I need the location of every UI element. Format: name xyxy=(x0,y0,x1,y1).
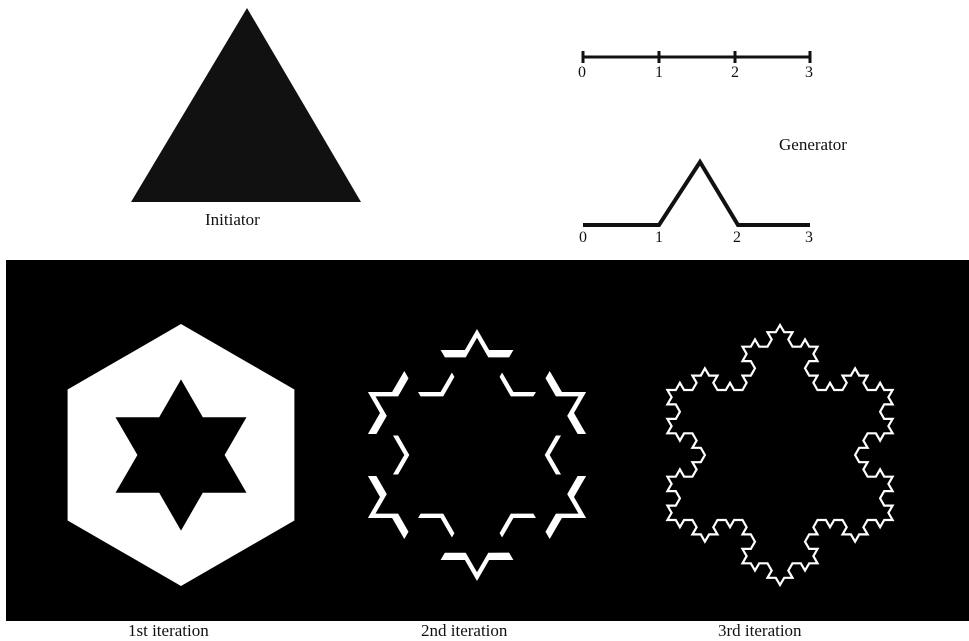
generator-curve xyxy=(583,162,810,225)
iteration-1-label: 1st iteration xyxy=(128,621,209,641)
initiator-label: Initiator xyxy=(205,210,260,230)
segment-tick-0: 0 xyxy=(578,64,586,82)
segment-tick-3: 3 xyxy=(805,64,813,82)
segment-tick-2: 2 xyxy=(731,64,739,82)
generator-label: Generator xyxy=(779,135,847,155)
bent-tick-2: 2 xyxy=(733,229,741,247)
bent-tick-3: 3 xyxy=(805,229,813,247)
generator-segment xyxy=(583,51,810,63)
iteration-3-label: 3rd iteration xyxy=(718,621,802,641)
bent-tick-1: 1 xyxy=(655,229,663,247)
initiator-triangle xyxy=(131,8,361,202)
bent-tick-0: 0 xyxy=(579,229,587,247)
segment-tick-1: 1 xyxy=(655,64,663,82)
iteration-2-label: 2nd iteration xyxy=(421,621,507,641)
